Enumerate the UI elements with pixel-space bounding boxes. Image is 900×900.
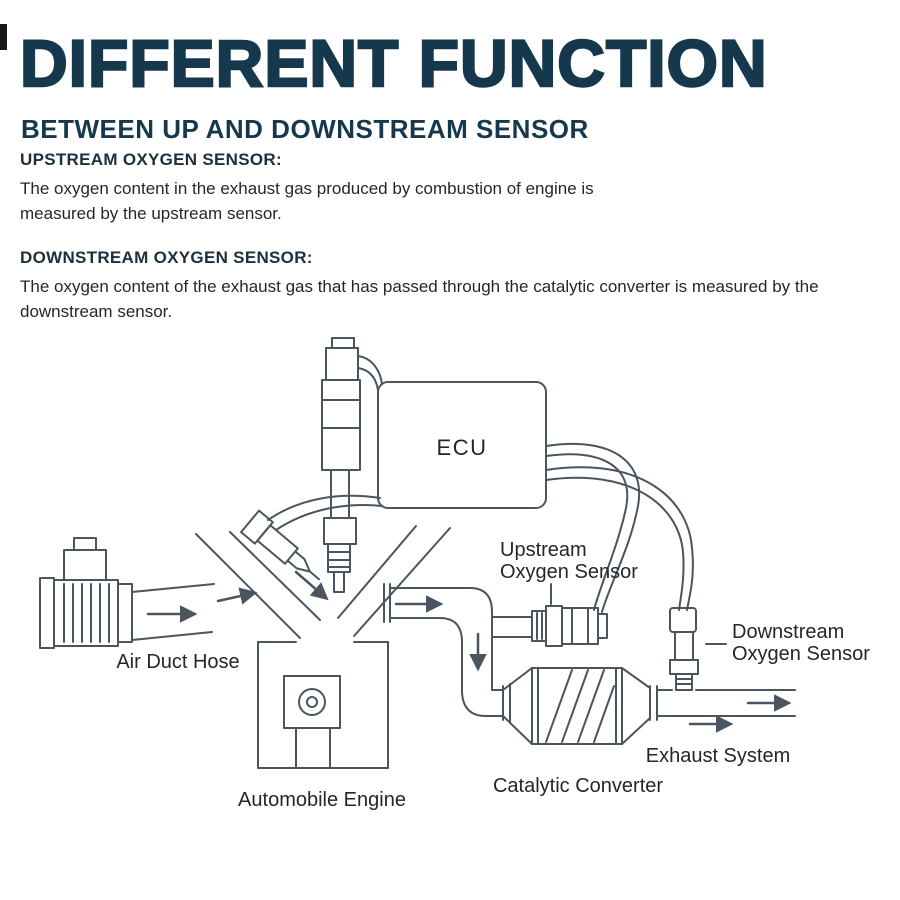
fuel-injector-drawing bbox=[240, 509, 321, 581]
ignition-coil-drawing bbox=[321, 337, 383, 593]
ecu-label: ECU bbox=[437, 435, 488, 460]
exhaust-downpipe-drawing bbox=[383, 583, 533, 717]
page-title: DIFFERENT FUNCTION bbox=[19, 26, 768, 100]
downstream-sensor-label-line1: Downstream bbox=[732, 621, 844, 643]
upstream-section-heading: UPSTREAM OXYGEN SENSOR: bbox=[20, 150, 282, 169]
air-duct-hose-drawing bbox=[39, 537, 215, 649]
engine-system-diagram: ECU Upstream Oxygen Sensor Downstream Ox… bbox=[39, 337, 870, 811]
text-sections: UPSTREAM OXYGEN SENSOR: The oxygen conte… bbox=[20, 150, 890, 325]
air-duct-hose-label: Air Duct Hose bbox=[116, 651, 239, 673]
upstream-sensor-label-line2: Oxygen Sensor bbox=[500, 561, 638, 583]
flow-arrows bbox=[146, 570, 792, 733]
air-flow-arrow-intake bbox=[216, 587, 258, 605]
upstream-oxygen-sensor-drawing bbox=[531, 583, 608, 647]
downstream-section-body: The oxygen content of the exhaust gas th… bbox=[20, 277, 819, 321]
catalytic-converter-drawing bbox=[502, 667, 658, 745]
automobile-engine-label: Automobile Engine bbox=[238, 789, 406, 811]
ecu-sensor-cables bbox=[545, 442, 694, 613]
intake-runner-lines bbox=[195, 525, 451, 639]
catalytic-converter-label: Catalytic Converter bbox=[493, 775, 663, 797]
exhaust-system-label: Exhaust System bbox=[646, 745, 791, 767]
downstream-oxygen-sensor-drawing bbox=[669, 607, 727, 691]
section-downstream: DOWNSTREAM OXYGEN SENSOR: The oxygen con… bbox=[20, 248, 890, 324]
section-upstream: UPSTREAM OXYGEN SENSOR: The oxygen conte… bbox=[20, 150, 890, 226]
ecu-box bbox=[267, 381, 547, 531]
page-edge-mark bbox=[0, 24, 7, 50]
upstream-section-body: The oxygen content in the exhaust gas pr… bbox=[20, 179, 594, 223]
automobile-engine-drawing bbox=[257, 641, 389, 769]
downstream-section-heading: DOWNSTREAM OXYGEN SENSOR: bbox=[20, 248, 313, 268]
downstream-sensor-label-line2: Oxygen Sensor bbox=[732, 643, 870, 665]
upstream-sensor-label-line1: Upstream bbox=[500, 539, 587, 561]
air-flow-arrow-chamber bbox=[294, 570, 329, 601]
page-subtitle: BETWEEN UP AND DOWNSTREAM SENSOR bbox=[21, 114, 589, 144]
header: DIFFERENT FUNCTION BETWEEN UP AND DOWNST… bbox=[19, 26, 880, 145]
